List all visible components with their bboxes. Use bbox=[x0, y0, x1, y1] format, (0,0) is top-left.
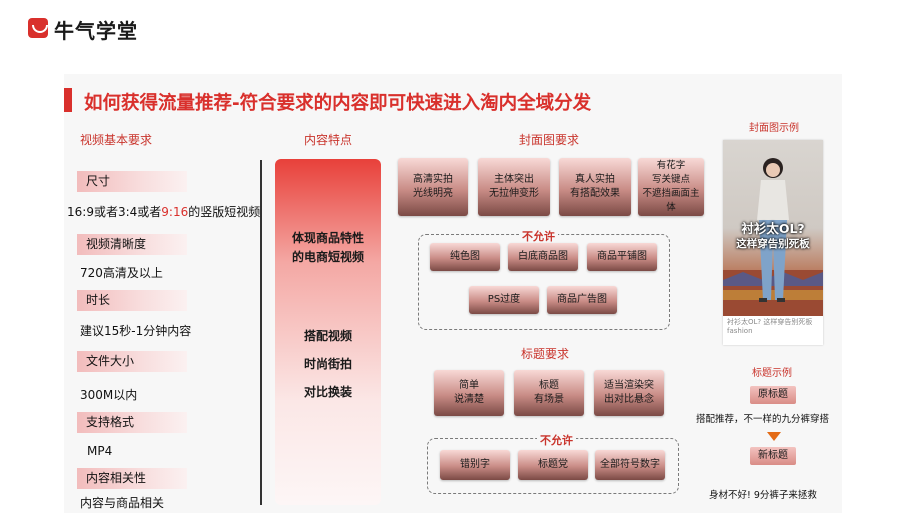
new-title-label: 新标题 bbox=[750, 447, 796, 465]
tag-clarity: 视频清晰度 bbox=[77, 234, 187, 255]
title-allowed-box: 简单说清楚 bbox=[434, 370, 504, 416]
value-size: 16:9或者3:4或者9:16的竖版短视频 bbox=[67, 205, 261, 219]
title-allowed-box: 标题有场景 bbox=[514, 370, 584, 416]
tag-size: 尺寸 bbox=[77, 171, 187, 192]
cover-allowed-box: 真人实拍有搭配效果 bbox=[559, 158, 631, 216]
cover-not-allowed-box: 纯色图 bbox=[430, 243, 500, 271]
cover-not-allowed-box: 商品平铺图 bbox=[587, 243, 657, 271]
content-item-2: 时尚街拍 bbox=[303, 357, 352, 371]
value-duration: 建议15秒-1分钟内容 bbox=[80, 324, 192, 338]
new-title-text: 身材不好! 9分裤子来拯救 bbox=[709, 490, 817, 501]
arrow-down-icon bbox=[767, 432, 781, 441]
cover-not-allowed-box: PS过度 bbox=[469, 286, 539, 314]
title-allowed-box: 适当渲染突出对比悬念 bbox=[594, 370, 664, 416]
content-item-3: 对比换装 bbox=[303, 385, 352, 399]
video-basic-heading: 视频基本要求 bbox=[80, 133, 153, 147]
cover-not-allowed-label: 不允许 bbox=[519, 228, 558, 244]
tag-format: 支持格式 bbox=[77, 412, 187, 433]
value-format: MP4 bbox=[87, 444, 113, 458]
content-heading: 内容特点 bbox=[304, 133, 353, 147]
cover-example-card: 衬衫太OL? 这样穿告别死板 衬衫太OL? 这样穿告别死板 fashion bbox=[723, 140, 823, 345]
title-not-allowed-box: 标题党 bbox=[518, 450, 588, 480]
cover-allowed-box: 主体突出无拉伸变形 bbox=[478, 158, 550, 216]
cover-not-allowed-box: 白底商品图 bbox=[508, 243, 578, 271]
value-relevance: 内容与商品相关 bbox=[80, 496, 165, 510]
value-clarity: 720高清及以上 bbox=[80, 266, 163, 280]
brand-logo-icon bbox=[28, 18, 48, 38]
cover-overlay-line-1: 衬衫太OL? bbox=[741, 221, 805, 236]
cover-not-allowed-box: 商品广告图 bbox=[547, 286, 617, 314]
content-line-1: 体现商品特性 bbox=[291, 231, 364, 245]
content-feature-column bbox=[275, 159, 381, 505]
original-title-label: 原标题 bbox=[750, 386, 796, 404]
title-example-heading: 标题示例 bbox=[752, 368, 792, 379]
column-divider bbox=[260, 160, 262, 505]
original-title-text: 搭配推荐，不一样的九分裤穿搭 bbox=[696, 414, 830, 425]
title-accent-bar bbox=[64, 88, 72, 112]
title-not-allowed-box: 错别字 bbox=[440, 450, 510, 480]
cover-allowed-box: 有花字写关键点不遮挡画面主体 bbox=[638, 158, 704, 216]
cover-allowed-box: 高清实拍光线明亮 bbox=[398, 158, 468, 216]
tag-relevance: 内容相关性 bbox=[77, 468, 187, 489]
content-line-2: 的电商短视频 bbox=[291, 250, 364, 264]
cover-overlay-line-2: 这样穿告别死板 bbox=[736, 238, 810, 250]
slide-panel bbox=[64, 74, 842, 513]
tag-filesize: 文件大小 bbox=[77, 351, 187, 372]
cover-req-heading: 封面图要求 bbox=[519, 133, 580, 147]
brand-name: 牛气学堂 bbox=[54, 19, 138, 43]
title-not-allowed-box: 全部符号数字 bbox=[595, 450, 665, 480]
title-not-allowed-label: 不允许 bbox=[537, 432, 576, 448]
tag-duration: 时长 bbox=[77, 290, 187, 311]
cover-example-image: 衬衫太OL? 这样穿告别死板 bbox=[723, 140, 823, 316]
page-title: 如何获得流量推荐-符合要求的内容即可快速进入淘内全域分发 bbox=[84, 93, 592, 114]
value-filesize: 300M以内 bbox=[80, 388, 138, 402]
content-item-1: 搭配视频 bbox=[303, 329, 352, 343]
title-req-heading: 标题要求 bbox=[521, 347, 570, 361]
cover-example-heading: 封面图示例 bbox=[749, 123, 799, 134]
cover-example-caption: 衬衫太OL? 这样穿告别死板 fashion bbox=[727, 318, 813, 335]
